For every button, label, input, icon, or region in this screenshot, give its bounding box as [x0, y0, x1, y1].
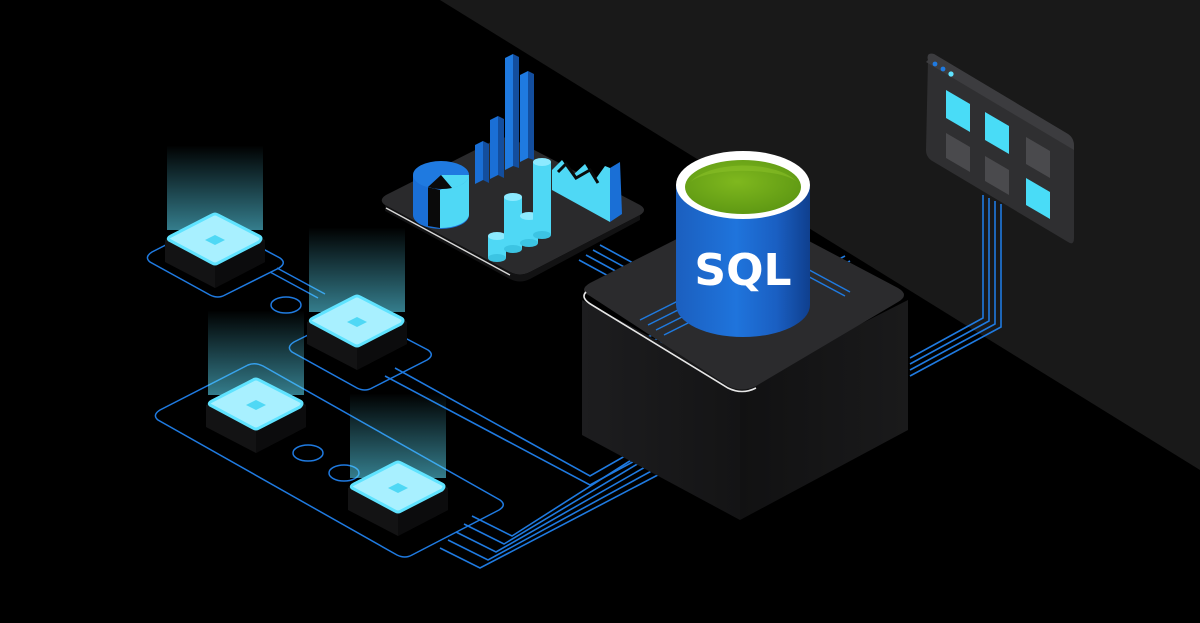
tile-inactive	[985, 156, 1009, 195]
node-3	[206, 310, 306, 453]
node-1	[165, 145, 265, 288]
cylinder-body	[676, 185, 810, 337]
tile-active	[1026, 178, 1050, 219]
cylinder-top	[685, 160, 801, 214]
node-chip-icon	[388, 483, 408, 493]
analytics-platform	[381, 54, 644, 282]
window-dot-icon	[948, 71, 954, 77]
sql-label: SQL	[694, 245, 791, 296]
node-chip-icon	[205, 235, 225, 245]
bottom-rail-plate	[154, 362, 504, 558]
node-4	[348, 393, 448, 536]
node-2	[307, 227, 407, 370]
tile-inactive	[946, 133, 970, 172]
sql-database-icon: SQL	[676, 151, 810, 337]
node-chip-icon	[246, 400, 266, 410]
node-1-plate	[146, 222, 284, 298]
window-dot-icon	[932, 61, 938, 67]
dashboard-tiles	[946, 90, 1050, 219]
database-platform	[582, 209, 908, 520]
tile-active	[985, 112, 1009, 154]
dashboard-window	[926, 53, 1074, 244]
bar-chart-icon	[475, 54, 534, 184]
tile-inactive	[1026, 137, 1050, 178]
cylinder-bar-chart-icon	[488, 158, 551, 262]
area-chart-icon	[552, 160, 622, 222]
pie-chart-icon	[413, 161, 470, 229]
tile-active	[946, 90, 970, 132]
window-dot-icon	[940, 66, 946, 72]
node-chip-icon	[347, 317, 367, 327]
